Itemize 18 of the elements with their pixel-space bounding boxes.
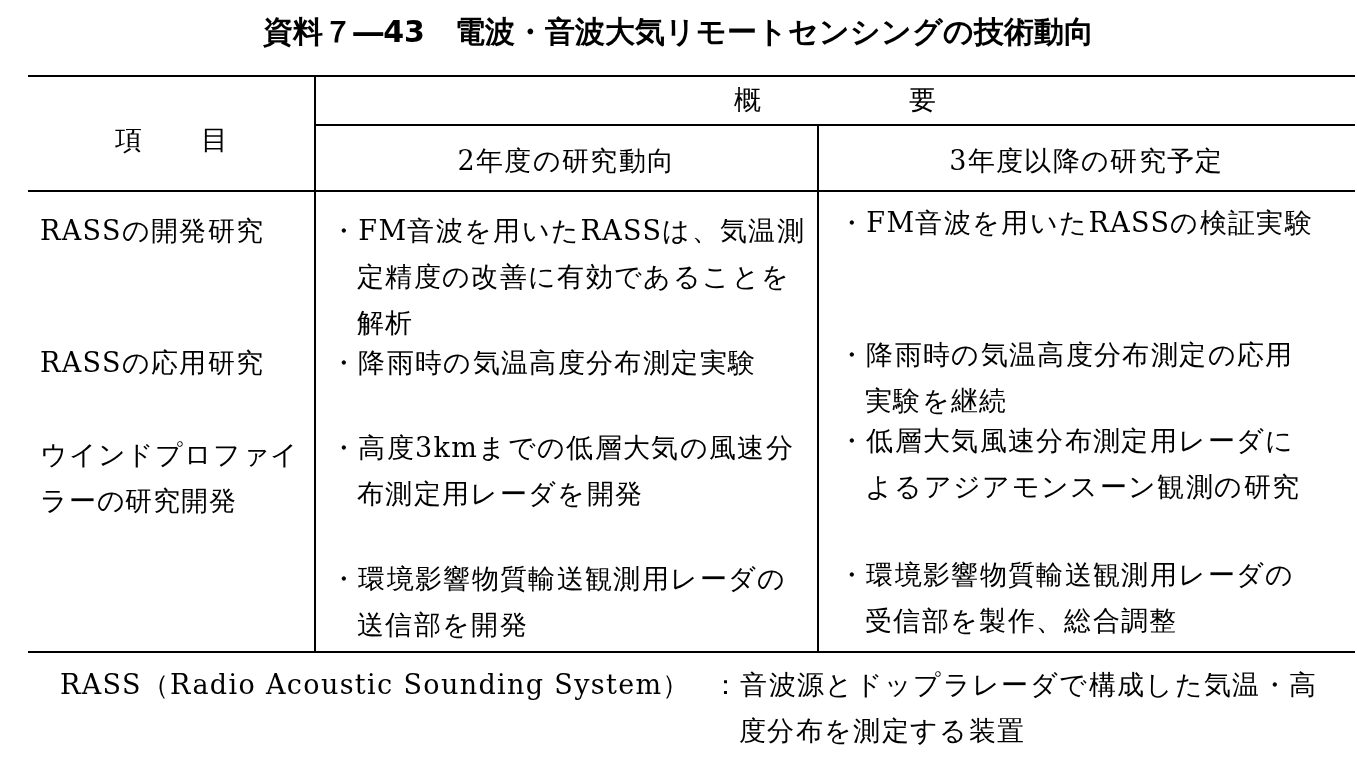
title: 資料７―43 電波・音波大気リモートセンシングの技術動向 [262,13,1095,51]
row-heading: 項目 [113,123,289,157]
cell-text: ・低層大気風速分布測定用レーダによるアジアモンスーン観測の研究 [838,424,1302,504]
cell-text: ・降雨時の気温高度分布測定実験 [330,346,758,380]
row-heading: ウインドプロファイラーの研究開発 [40,438,301,518]
footnote-term: RASS（Radio Acoustic Sounding System） [60,668,692,702]
cell-text: ・降雨時の気温高度分布測定の応用実験を継続 [838,338,1295,418]
cell-text: ・FM音波を用いたRASSの検証実験 [838,206,1315,240]
column-heading: 2年度の研究動向 [456,144,677,178]
row-heading: RASSの開発研究 [40,214,266,248]
column-heading: 概要 [732,83,1086,117]
row-heading: RASSの応用研究 [40,346,266,380]
cell-text: ・環境影響物質輸送観測用レーダの受信部を製作、総合調整 [838,558,1296,638]
footnote: ：音波源とドップラレーダで構成した気温・高度分布を測定する装置 [712,668,1319,748]
cell-text: ・高度3kmまでの低層大気の風速分布測定用レーダを開発 [330,431,796,511]
cell-text: ・環境影響物質輸送観測用レーダの送信部を開発 [330,562,788,642]
cell-text: ・FM音波を用いたRASSは、気温測定精度の改善に有効であることを解析 [330,214,807,340]
column-heading: 3年度以降の研究予定 [948,144,1225,178]
